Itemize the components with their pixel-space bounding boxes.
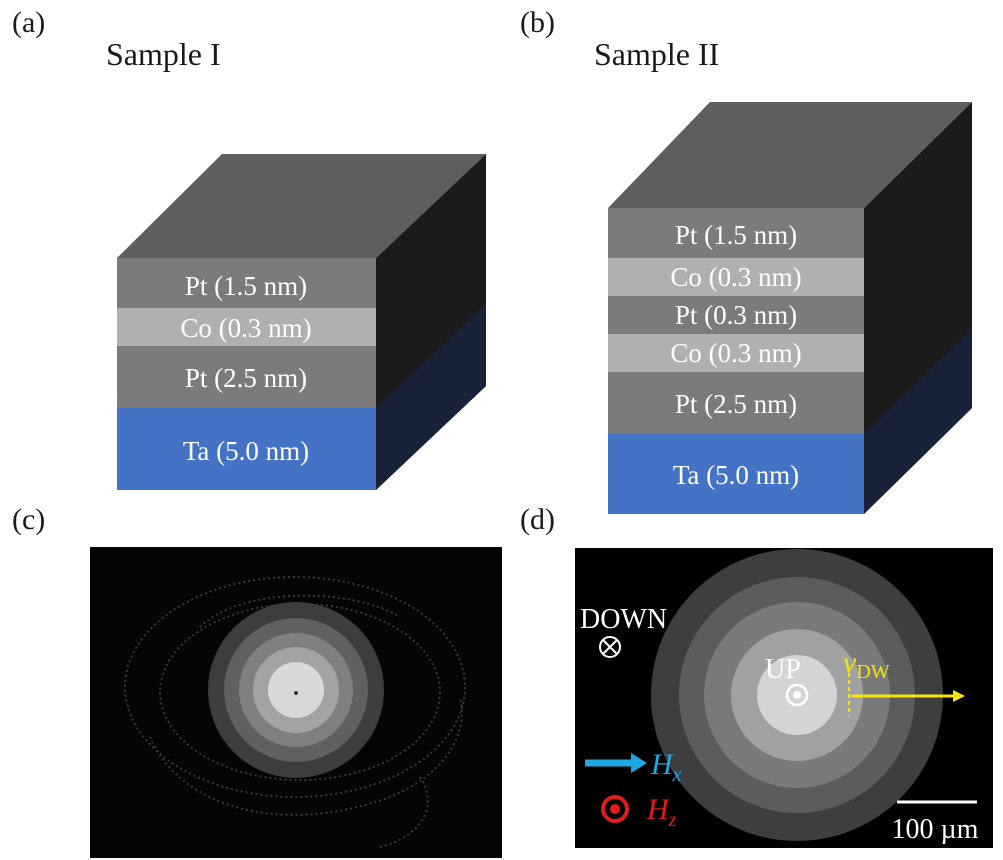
velocity-arrow-icon	[851, 690, 965, 702]
sample-i-top-face	[117, 154, 486, 258]
sample-ii-label-co-2: Co (0.3 nm)	[670, 338, 801, 368]
hx-arrow-icon	[585, 753, 647, 773]
sample-ii-top-face	[608, 102, 972, 208]
sample-ii-stack: Pt (1.5 nm) Co (0.3 nm) Pt (0.3 nm) Co (…	[608, 102, 972, 514]
scale-bar-label: 100 µm	[892, 814, 979, 845]
hz-subscript: z	[668, 809, 677, 831]
hx-subscript: x	[672, 764, 682, 786]
sample-i-side-lower	[376, 304, 486, 490]
sample-i-label-pt-bottom: Pt (2.5 nm)	[185, 363, 307, 393]
hz-label: Hz	[646, 793, 677, 831]
sample-i-layer-pt-bottom	[117, 346, 376, 408]
sample-ii-label-co-1: Co (0.3 nm)	[670, 262, 801, 292]
sample-ii-layer-pt-2	[608, 296, 864, 334]
domain-ring-c-5	[268, 662, 324, 718]
sample-ii-layer-pt-1	[608, 208, 864, 258]
velocity-subscript: DW	[856, 661, 889, 683]
sample-ii-layer-pt-3	[608, 372, 864, 434]
sample-i-layer-co	[117, 308, 376, 346]
sample-ii-label-pt-2: Pt (0.3 nm)	[675, 300, 797, 330]
hx-symbol: H	[650, 748, 675, 781]
sample-i-layer-ta	[117, 408, 376, 490]
sample-ii-title: Sample II	[594, 36, 720, 72]
sample-i-stack: Pt (1.5 nm) Co (0.3 nm) Pt (2.5 nm) Ta (…	[117, 154, 486, 490]
sample-ii-layer-co-2	[608, 334, 864, 372]
panel-label-b: (b)	[520, 6, 555, 39]
sample-i-label-pt-top: Pt (1.5 nm)	[185, 271, 307, 301]
up-label: UP	[765, 654, 801, 685]
velocity-symbol: v	[843, 646, 857, 679]
up-symbol-icon	[785, 683, 809, 707]
domain-image-c	[90, 547, 502, 858]
sample-i-title: Sample I	[106, 36, 221, 72]
panel-label-d: (d)	[520, 503, 555, 536]
domain-image-d: UP DOWN vDW Hx Hz 100 µm	[575, 548, 993, 848]
velocity-label: vDW	[843, 646, 890, 683]
panel-label-a: (a)	[12, 6, 46, 39]
sample-ii-side-lower	[864, 328, 972, 514]
out-of-page-icon	[601, 795, 629, 823]
sample-i-label-co: Co (0.3 nm)	[180, 313, 311, 343]
nucleation-dot-c	[294, 691, 298, 695]
sample-i-layer-pt-top	[117, 258, 376, 308]
sample-ii-label-pt-3: Pt (2.5 nm)	[675, 389, 797, 419]
hz-symbol: H	[646, 793, 671, 826]
into-page-icon	[599, 636, 621, 658]
sample-ii-layer-ta	[608, 434, 864, 514]
panel-label-c: (c)	[12, 503, 46, 536]
sample-ii-label-pt-1: Pt (1.5 nm)	[675, 220, 797, 250]
down-label: DOWN	[580, 604, 667, 635]
sample-i-label-ta: Ta (5.0 nm)	[183, 436, 309, 466]
sample-ii-layer-co-1	[608, 258, 864, 296]
sample-ii-label-ta: Ta (5.0 nm)	[673, 460, 799, 490]
hx-label: Hx	[650, 748, 682, 786]
domain-image-c-faint-traces	[124, 576, 466, 848]
